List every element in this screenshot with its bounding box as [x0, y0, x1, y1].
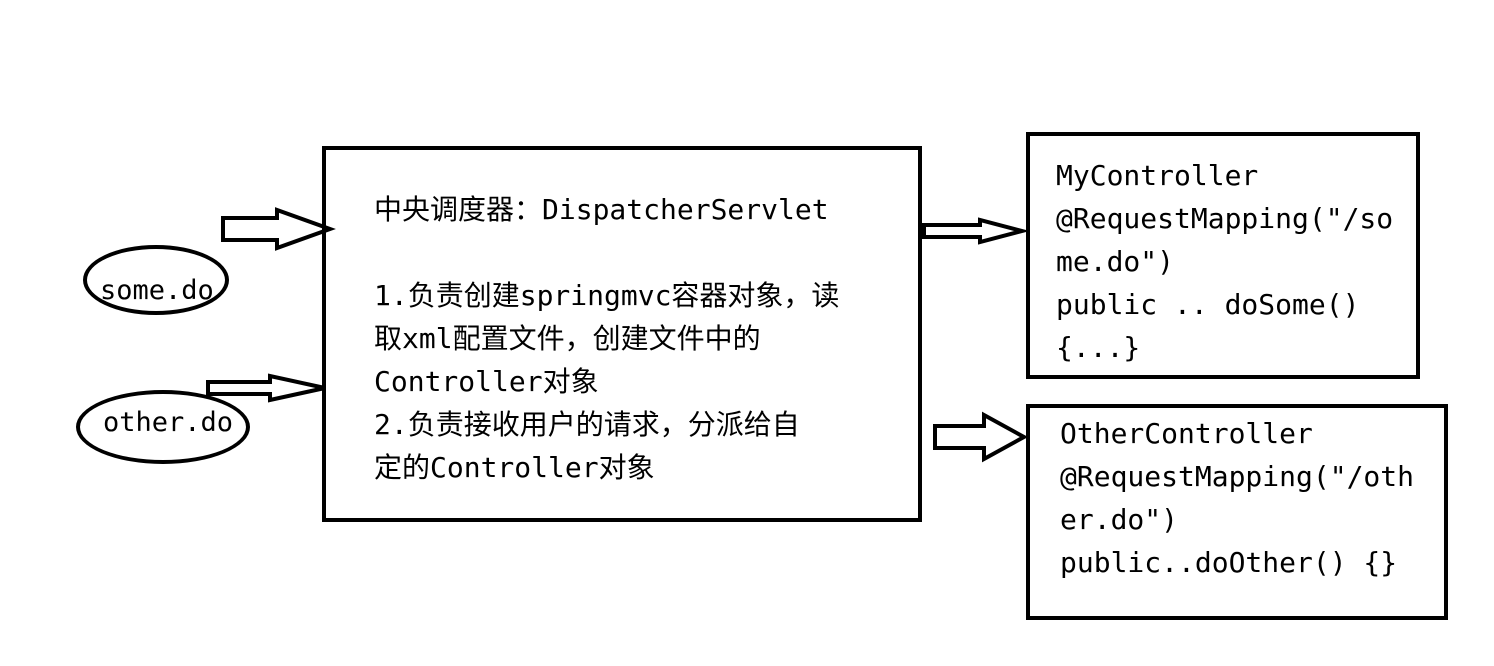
othercontroller-box: OtherController @RequestMapping("/oth er… [1026, 404, 1448, 620]
dispatcher-box: 中央调度器：DispatcherServlet 1.负责创建springmvc容… [322, 146, 922, 522]
dispatcher-line-5: 定的Controller对象 [374, 451, 655, 484]
dispatcher-line-2: 取xml配置文件，创建文件中的 [374, 322, 761, 355]
othercontroller-line-3: er.do") [1060, 503, 1179, 536]
othercontroller-line-1: OtherController [1060, 417, 1313, 450]
othercontroller-line-2: @RequestMapping("/oth [1060, 460, 1415, 493]
arrow-some-to-dispatcher [221, 207, 336, 251]
other-do-label: other.do [103, 407, 234, 438]
mycontroller-line-2: @RequestMapping("/so [1056, 202, 1394, 235]
arrow-dispatcher-to-othercontroller [933, 411, 1029, 463]
mycontroller-line-5: {...} [1056, 331, 1141, 364]
mycontroller-box: MyController @RequestMapping("/so me.do"… [1026, 132, 1420, 379]
mycontroller-line-1: MyController [1056, 159, 1259, 192]
dispatcher-line-3: Controller对象 [374, 365, 599, 398]
othercontroller-line-4: public..doOther() {} [1060, 546, 1398, 579]
mycontroller-line-4: public .. doSome() [1056, 288, 1360, 321]
other-do-ellipse [76, 390, 250, 464]
some-do-ellipse [83, 245, 229, 315]
dispatcher-line-4: 2.负责接收用户的请求，分派给自 [374, 408, 800, 441]
spacer [374, 231, 918, 274]
arrow-other-to-dispatcher [206, 373, 326, 403]
dispatcher-line-1: 1.负责创建springmvc容器对象，读 [374, 279, 840, 312]
some-do-label: some.do [100, 275, 214, 306]
arrow-dispatcher-to-mycontroller [922, 217, 1030, 245]
dispatcher-title: 中央调度器：DispatcherServlet [374, 193, 829, 226]
mycontroller-line-3: me.do") [1056, 245, 1175, 278]
